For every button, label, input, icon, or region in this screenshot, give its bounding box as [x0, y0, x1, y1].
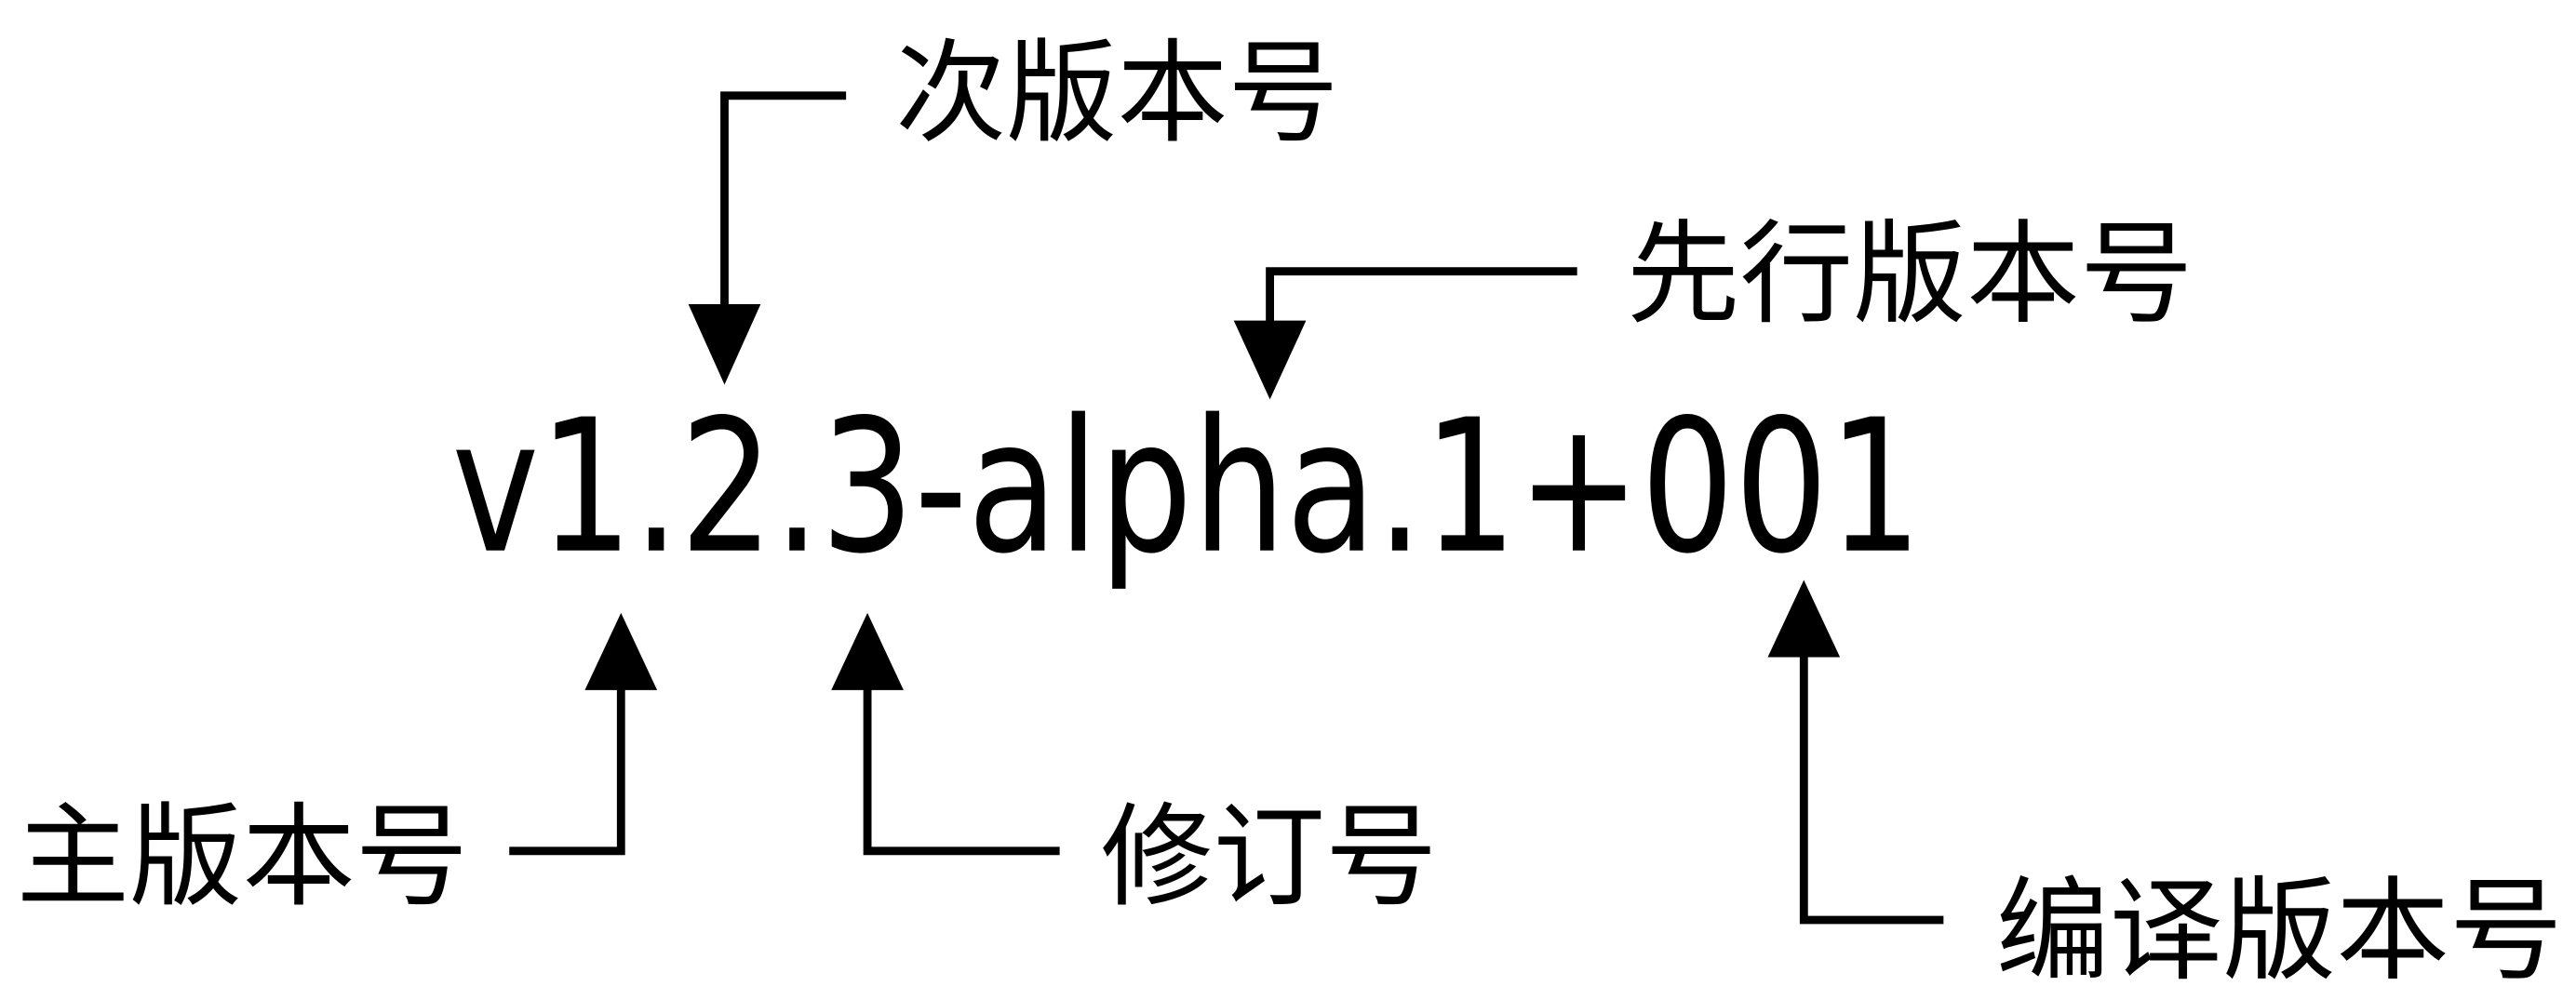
arrow-major-line: [509, 682, 625, 856]
label-minor: 次版本号: [895, 30, 1339, 159]
label-patch: 修订号: [1101, 793, 1438, 923]
arrow-patch-line: [863, 682, 1060, 856]
label-prerelease: 先行版本号: [1627, 210, 2194, 340]
label-major: 主版本号: [17, 793, 468, 923]
label-build: 编译版本号: [1996, 867, 2563, 986]
arrow-minor-line: [720, 91, 847, 313]
arrow-build-head: [1767, 580, 1841, 658]
arrow-build-line: [1799, 648, 1944, 925]
version-string: v1.2.3-alpha.1+001: [451, 380, 1922, 594]
arrow-minor-head: [688, 303, 761, 385]
arrow-patch-head: [831, 612, 904, 690]
arrow-prerelease-line: [1266, 267, 1577, 329]
arrow-major-head: [584, 612, 658, 690]
arrow-prerelease-head: [1233, 320, 1307, 400]
